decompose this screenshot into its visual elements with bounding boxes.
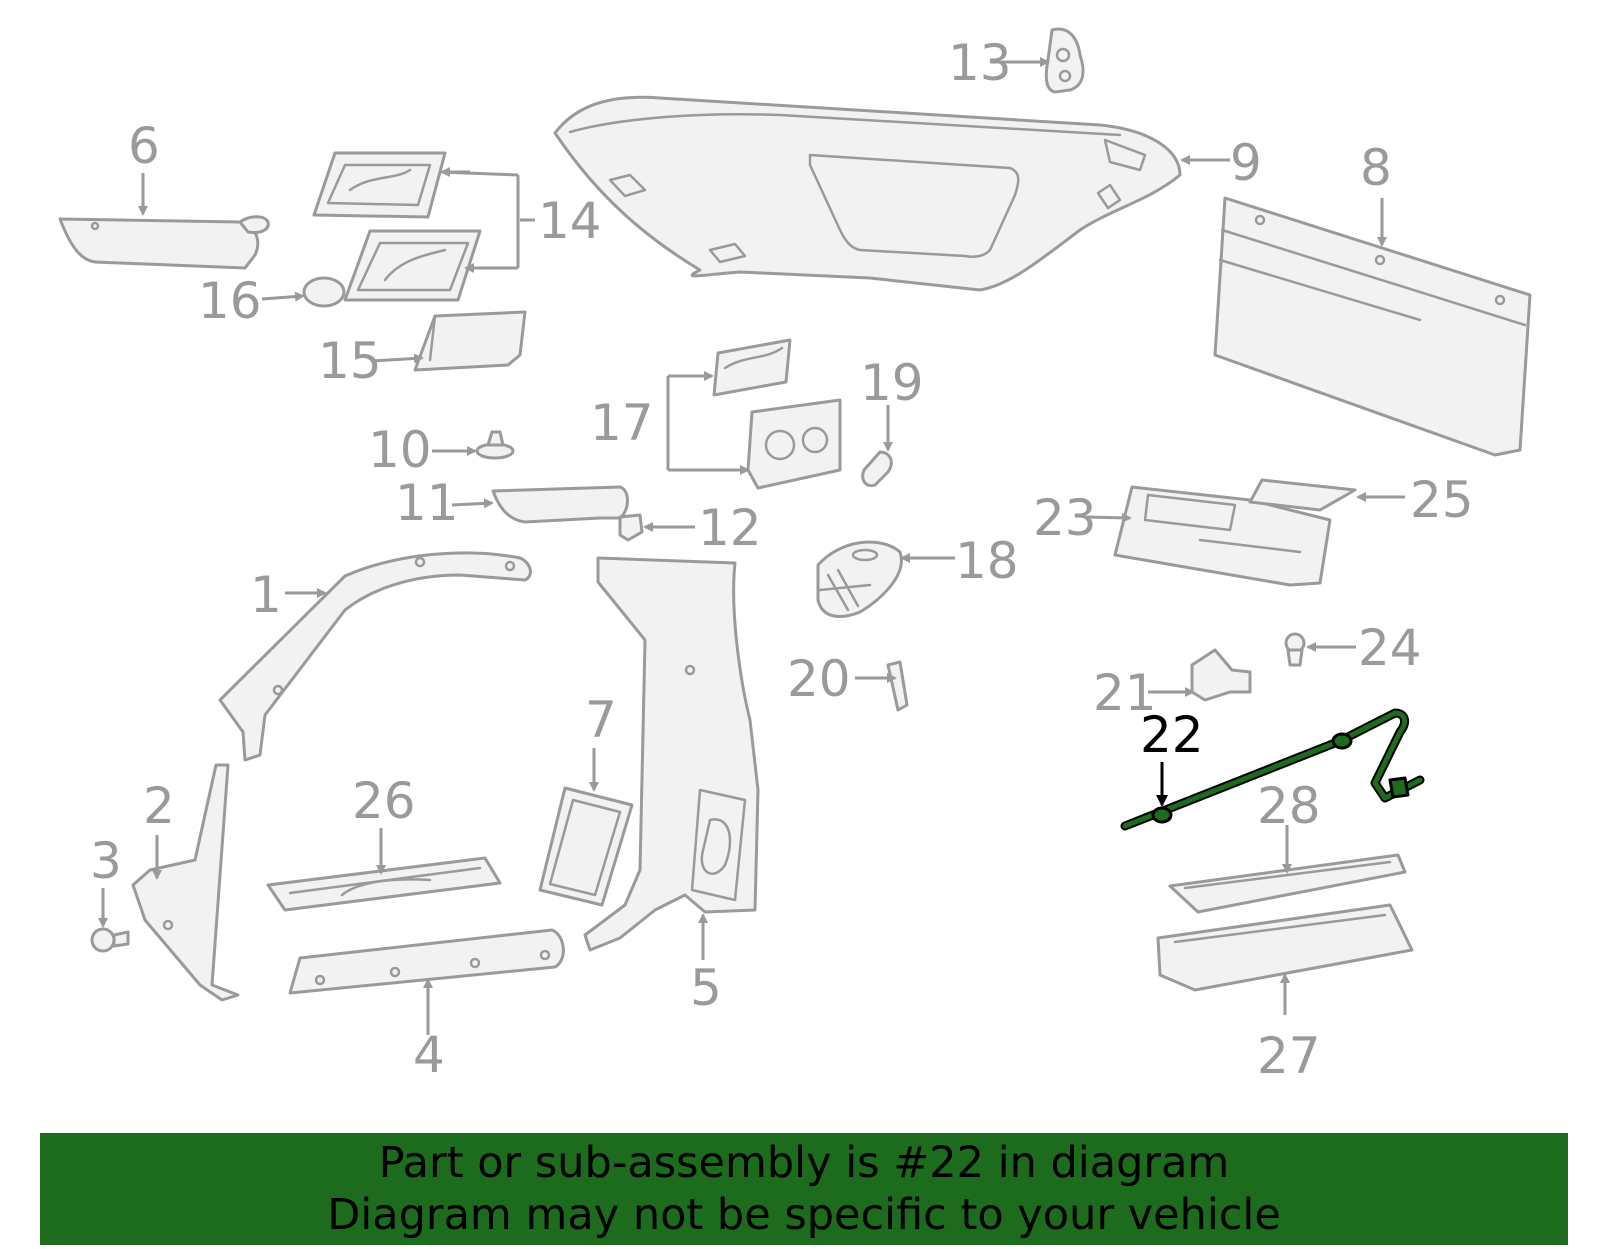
leader-arrows (98, 57, 1405, 1035)
part-10-clip (475, 430, 515, 460)
info-banner: Part or sub-assembly is #22 in diagram D… (40, 1133, 1568, 1245)
part-3-screw (90, 927, 130, 953)
callout-19: 19 (860, 354, 924, 412)
part-9-headliner (553, 95, 1182, 292)
callout-25: 25 (1410, 471, 1474, 529)
banner-line-2: Diagram may not be specific to your vehi… (327, 1190, 1281, 1240)
callout-23: 23 (1033, 489, 1097, 547)
callout-21: 21 (1093, 664, 1157, 722)
part-7-grille (538, 786, 634, 907)
part-20-bulb (886, 660, 909, 712)
part-12-cap (618, 513, 644, 542)
part-14-lamps (312, 151, 482, 302)
callout-12: 12 (698, 499, 762, 557)
callout-2: 2 (143, 777, 175, 835)
part-15-panel (413, 310, 527, 372)
parts-diagram: 6 16 15 14 13 9 8 17 19 10 11 12 18 23 2… (58, 27, 1532, 1085)
callout-labels: 6 16 15 14 13 9 8 17 19 10 11 12 18 23 2… (90, 34, 1474, 1085)
callout-15: 15 (318, 332, 382, 390)
callout-3: 3 (90, 832, 122, 890)
callout-13: 13 (948, 34, 1012, 92)
callout-6: 6 (128, 117, 160, 175)
part-18-lamp (816, 540, 903, 618)
part-17-dome-lamp (712, 338, 842, 490)
callout-14: 14 (538, 192, 602, 250)
part-26-sill-plate (266, 856, 502, 912)
callout-1: 1 (250, 566, 282, 624)
part-4-sill-trim (288, 928, 565, 995)
part-27-bin (1156, 903, 1414, 992)
callout-17: 17 (590, 394, 654, 452)
banner-line-1: Part or sub-assembly is #22 in diagram (378, 1138, 1230, 1188)
callout-22: 22 (1140, 706, 1204, 764)
callout-27: 27 (1257, 1027, 1321, 1085)
part-25-tray (1248, 478, 1357, 512)
callout-4: 4 (413, 1026, 445, 1084)
part-28-bin-liner (1168, 853, 1407, 914)
callout-8: 8 (1360, 139, 1392, 197)
callout-26: 26 (352, 772, 416, 830)
callout-18: 18 (955, 532, 1019, 590)
part-1-pillar-trim (218, 551, 532, 762)
part-8-rear-panel (1213, 196, 1532, 457)
part-11-grab-handle (491, 485, 629, 524)
part-19-bulb (861, 450, 893, 488)
part-13-hook (1044, 27, 1085, 94)
callout-28: 28 (1257, 777, 1321, 835)
part-22-highlighted (1120, 708, 1425, 831)
callout-20: 20 (787, 650, 851, 708)
callout-9: 9 (1230, 134, 1262, 192)
callout-5: 5 (690, 959, 722, 1017)
callout-10: 10 (368, 421, 432, 479)
part-6-sun-visor (58, 215, 270, 270)
callout-11: 11 (395, 474, 459, 532)
part-5-quarter-trim (583, 556, 760, 952)
callout-7: 7 (585, 691, 617, 749)
callout-24: 24 (1358, 619, 1422, 677)
part-16-lens (302, 276, 346, 308)
part-21-fitting (1190, 648, 1252, 702)
part-2-pillar-lower (131, 763, 240, 1002)
part-24-clip (1284, 632, 1306, 667)
callout-16: 16 (198, 272, 262, 330)
